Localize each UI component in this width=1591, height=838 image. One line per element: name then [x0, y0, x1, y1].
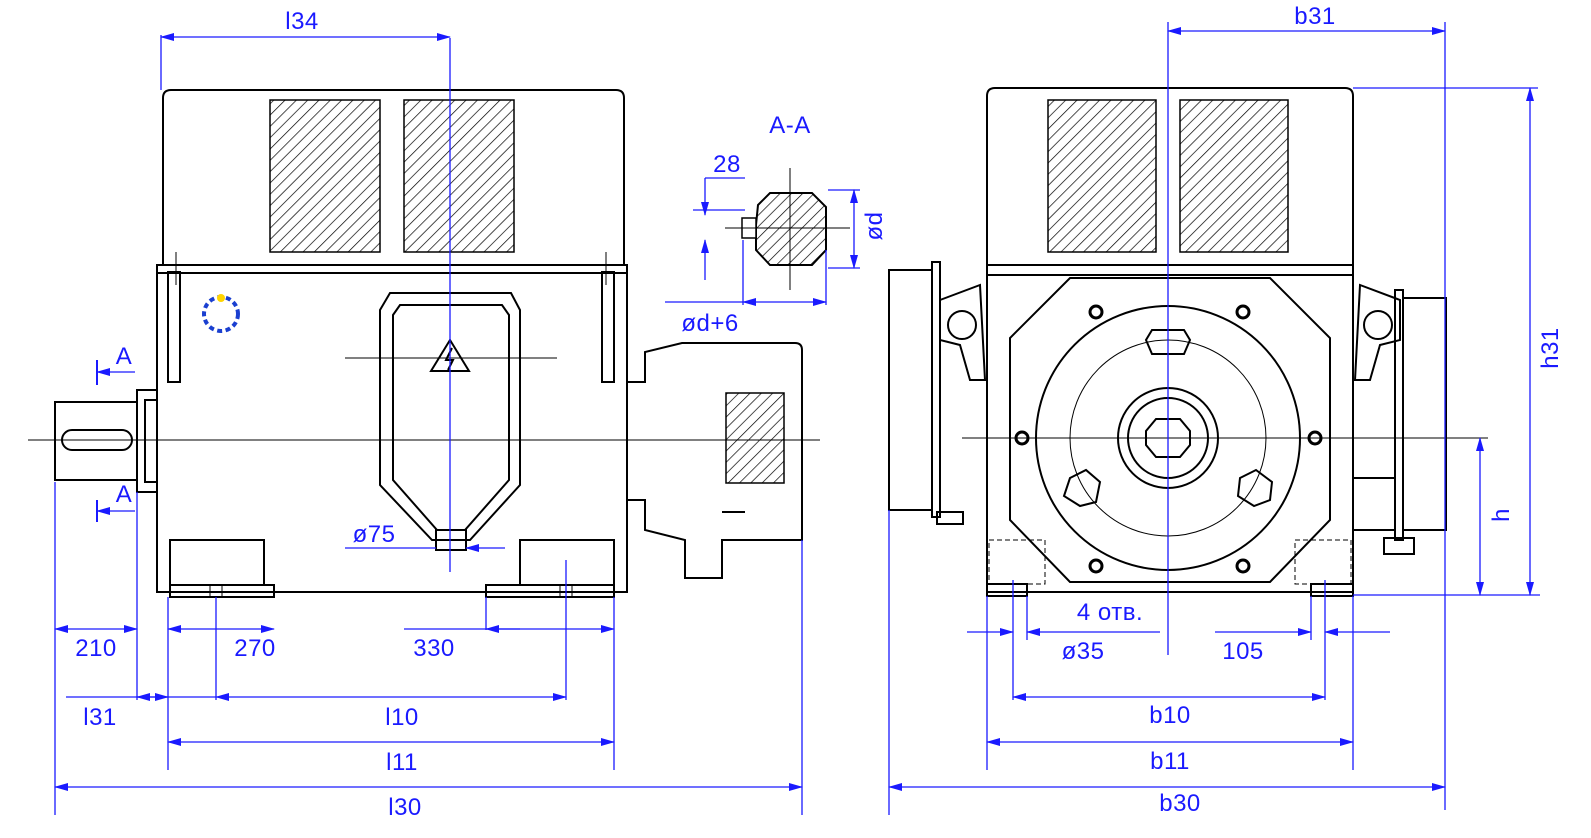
label-105: 105	[1222, 638, 1264, 665]
label-holes: 4 отв.	[1077, 599, 1143, 626]
label-b30: b30	[1159, 790, 1201, 817]
shaft-section	[665, 168, 860, 306]
front-view	[888, 22, 1488, 655]
label-210: 210	[75, 635, 117, 662]
label-section-aa: A-A	[769, 112, 811, 139]
rotation-marker-icon	[202, 294, 240, 333]
label-section-a-bottom: A	[116, 481, 133, 508]
label-l31: l31	[83, 704, 117, 731]
terminal-box	[379, 292, 521, 541]
label-l11: l11	[386, 749, 418, 776]
label-l34: l34	[285, 8, 319, 35]
label-h: h	[1488, 508, 1515, 522]
front-cooler-housing	[986, 87, 1354, 265]
label-b11: b11	[1150, 748, 1190, 775]
shaft	[54, 401, 138, 481]
label-od: ød	[861, 211, 888, 240]
side-cooler-louvers-left	[269, 99, 381, 253]
side-cooler-housing	[162, 89, 625, 265]
label-28: 28	[713, 151, 741, 178]
side-foot-right	[519, 539, 615, 586]
front-motor-body	[986, 264, 1354, 593]
label-d75: ø75	[353, 521, 396, 548]
label-l10: l10	[385, 704, 419, 731]
label-b10: b10	[1149, 702, 1191, 729]
label-section-a-top: A	[116, 343, 133, 370]
dimension-lines	[54, 22, 1540, 815]
side-view	[28, 38, 820, 598]
dimension-labels: l34 b31 A-A 28 ød ød+6 A A ø75 210 270 3…	[75, 3, 1564, 821]
label-330: 330	[413, 635, 455, 662]
side-foot-left	[169, 539, 265, 586]
label-od6: ød+6	[681, 310, 738, 337]
label-b31: b31	[1294, 3, 1336, 30]
end-shield	[1009, 277, 1331, 583]
label-l30: l30	[388, 794, 422, 821]
label-h31: h31	[1537, 327, 1564, 369]
label-270: 270	[234, 635, 276, 662]
side-cooler-louvers-right	[403, 99, 515, 253]
rear-exciter-housing	[626, 342, 803, 579]
label-d35: ø35	[1062, 638, 1105, 665]
